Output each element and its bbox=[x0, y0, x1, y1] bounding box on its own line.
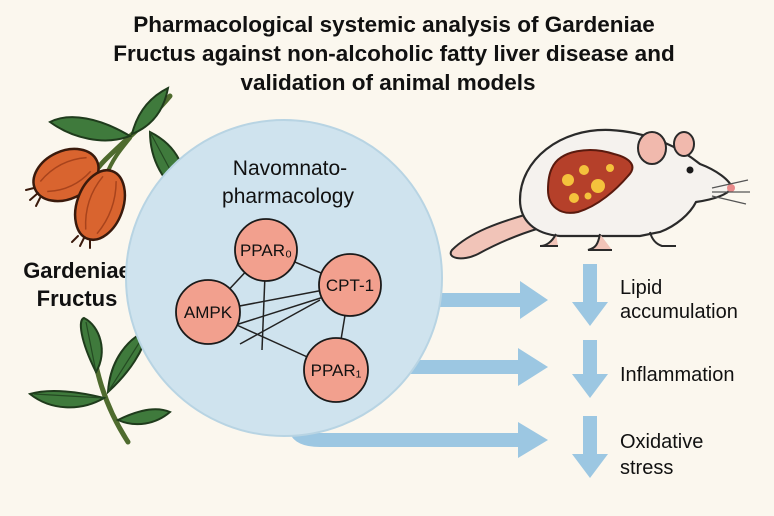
node-ampk: AMPK bbox=[175, 279, 241, 345]
node-ppar0: PPAR₀ bbox=[234, 218, 298, 282]
lipid-label-line-2: accumulation bbox=[620, 301, 738, 323]
node-ppar1: PPAR₁ bbox=[303, 337, 369, 403]
title-line-3: validation of animal models bbox=[240, 70, 535, 95]
node-cpt1-label: CPT-1 bbox=[326, 276, 374, 295]
oxidative-label-line-2: stress bbox=[620, 457, 673, 479]
network-title-line-1: Navomnato- bbox=[233, 157, 347, 180]
node-ppar0-label: PPAR₀ bbox=[240, 241, 292, 260]
title-line-1: Pharmacological systemic analysis of Gar… bbox=[133, 12, 655, 37]
network-title-line-2: pharmacology bbox=[222, 185, 354, 208]
gardenia-fruit-icon bbox=[25, 86, 186, 249]
title-line-2: Fructus against non-alcoholic fatty live… bbox=[113, 41, 674, 66]
leaf-sprig-icon bbox=[27, 316, 172, 445]
liver-icon bbox=[546, 149, 634, 214]
down-arrows bbox=[572, 264, 608, 478]
down-arrow-oxidative bbox=[572, 416, 608, 478]
node-ampk-label: AMPK bbox=[184, 303, 233, 322]
rat-icon bbox=[449, 128, 750, 260]
plant-label-line-2: Fructus bbox=[37, 286, 118, 311]
node-cpt1: CPT-1 bbox=[318, 253, 382, 317]
figure-title: Pharmacological systemic analysis of Gar… bbox=[113, 12, 674, 95]
oxidative-label-line-1: Oxidative bbox=[620, 431, 703, 453]
lipid-label-line-1: Lipid bbox=[620, 277, 662, 299]
plant-label-line-1: Gardeniae bbox=[23, 258, 131, 283]
inflammation-label: Inflammation bbox=[620, 364, 735, 386]
down-arrow-inflammation bbox=[572, 340, 608, 398]
arrow-to-inflammation bbox=[392, 348, 548, 386]
node-ppar1-label: PPAR₁ bbox=[311, 361, 362, 380]
down-arrow-lipid bbox=[572, 264, 608, 326]
